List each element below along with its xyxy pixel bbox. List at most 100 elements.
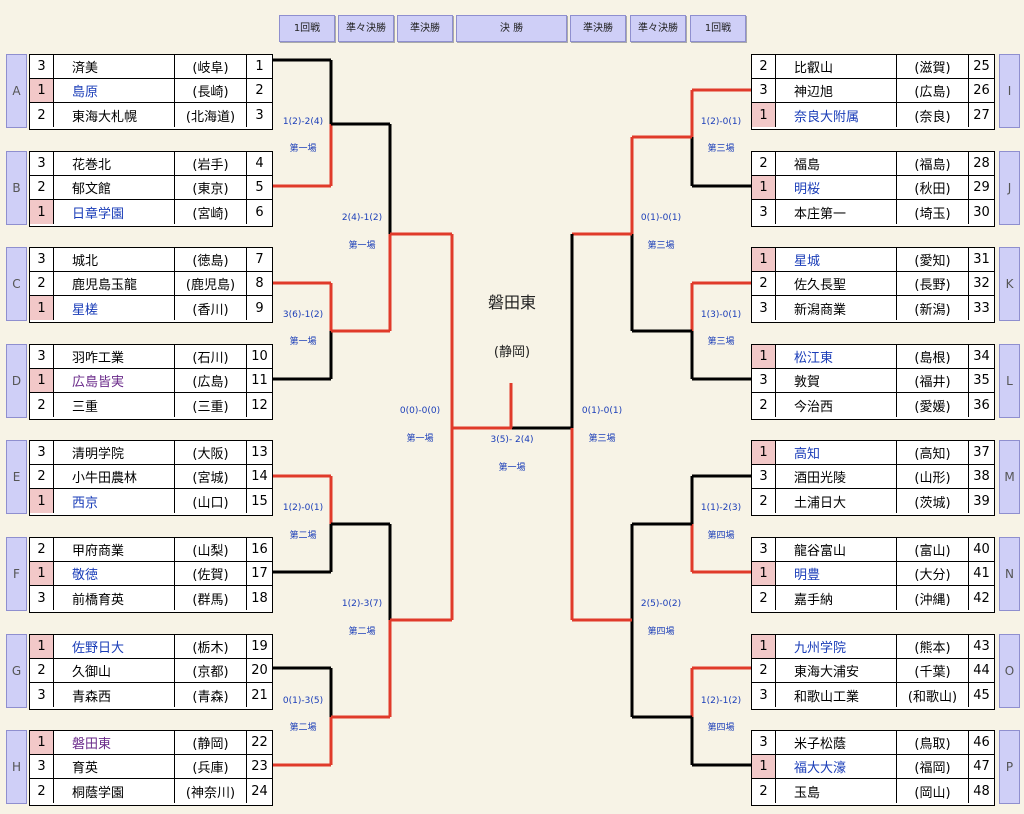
team-slot-number: 9: [255, 300, 264, 316]
team-rank: 3: [752, 296, 776, 320]
header-quarterfinal-right: 準々決勝: [630, 15, 686, 42]
team-name: 桐蔭学園: [54, 779, 175, 803]
team-prefecture: (愛媛): [897, 393, 969, 417]
team-rank: 2: [30, 272, 54, 296]
team-slot-number: 45: [973, 687, 990, 703]
team-slot-number: 8: [247, 272, 272, 296]
team-name: 清明学院: [54, 441, 175, 465]
team-slot-number: 7: [247, 248, 272, 272]
group-label-m: M: [999, 440, 1020, 514]
team-name: 奈良大附属: [776, 103, 897, 127]
team-slot-number: 38: [969, 465, 994, 489]
team-slot-number: 22: [247, 731, 272, 755]
team-prefecture: (山形): [897, 465, 969, 489]
team-slot-number: 42: [973, 590, 990, 606]
venue-mn-op: 第四場: [647, 627, 675, 637]
team-prefecture: (広島): [897, 79, 969, 103]
team-slot-number: 29: [969, 176, 994, 200]
team-name: 九州学院: [776, 635, 897, 659]
team-name: 城北: [54, 248, 175, 272]
team-prefecture: (長野): [897, 272, 969, 296]
team-name: 島原: [54, 79, 175, 103]
group-label-n: N: [999, 537, 1020, 611]
team-name: 明桜: [776, 176, 897, 200]
team-prefecture: (島根): [897, 345, 969, 369]
group-label-j: J: [999, 151, 1020, 225]
team-rank: 1: [752, 176, 776, 200]
team-slot-number: 21: [251, 687, 268, 703]
team-name: 羽咋工業: [54, 345, 175, 369]
team-rank: 3: [30, 248, 54, 272]
group-label-i: I: [999, 54, 1020, 128]
team-name: 花巻北: [54, 152, 175, 176]
team-prefecture: (茨城): [897, 489, 969, 513]
team-slot-number: 1: [247, 55, 272, 79]
team-slot-number: 27: [973, 107, 990, 123]
team-rank: 2: [752, 779, 776, 803]
team-prefecture: (愛知): [897, 248, 969, 272]
team-slot-number: 11: [247, 369, 272, 393]
team-slot-number: 25: [969, 55, 994, 79]
team-slot-number: 17: [247, 562, 272, 586]
team-rank: 2: [30, 465, 54, 489]
team-rank: 1: [752, 755, 776, 779]
group-label-o: O: [999, 634, 1020, 708]
team-name: 福島: [776, 152, 897, 176]
venue-ij-kl: 第三場: [647, 241, 675, 251]
team-prefecture: (石川): [175, 345, 247, 369]
team-prefecture: (青森): [175, 683, 247, 707]
team-name: 嘉手納: [776, 586, 897, 610]
team-name: 土浦日大: [776, 489, 897, 513]
team-rank: 3: [30, 152, 54, 176]
team-prefecture: (高知): [897, 441, 969, 465]
score-ef-gh: 1(2)-3(7): [341, 599, 383, 609]
team-rank: 1: [30, 489, 54, 513]
team-prefecture: (福島): [897, 152, 969, 176]
team-slot-number: 4: [247, 152, 272, 176]
team-slot-number: 26: [969, 79, 994, 103]
team-rank: 3: [752, 369, 776, 393]
team-name: 済美: [54, 55, 175, 79]
header-round1-left: 1回戦: [279, 15, 335, 42]
team-rank: 3: [752, 538, 776, 562]
team-name: 久御山: [54, 659, 175, 683]
team-slot-number: 2: [247, 79, 272, 103]
team-rank: 1: [752, 248, 776, 272]
team-prefecture: (福岡): [897, 755, 969, 779]
score-k-l: 1(3)-0(1): [700, 310, 742, 320]
team-prefecture: (山梨): [175, 538, 247, 562]
score-e-f: 1(2)-0(1): [282, 503, 324, 513]
team-rank: 3: [752, 683, 776, 707]
header-round1-right: 1回戦: [690, 15, 746, 42]
team-slot-number: 36: [973, 397, 990, 413]
venue-ab-cd: 第一場: [348, 241, 376, 251]
team-slot-number: 46: [969, 731, 994, 755]
team-name: 郁文館: [54, 176, 175, 200]
team-rank: 2: [30, 538, 54, 562]
group-label-d: D: [6, 344, 27, 418]
team-slot-number: 6: [255, 204, 264, 220]
team-prefecture: (沖縄): [897, 586, 969, 610]
team-name: 青森西: [54, 683, 175, 707]
venue-g-h: 第二場: [289, 723, 317, 733]
header-semifinal-left: 準決勝: [397, 15, 453, 42]
team-name: 東海大浦安: [776, 659, 897, 683]
team-rank: 3: [30, 55, 54, 79]
team-slot-number: 44: [969, 659, 994, 683]
venue-c-d: 第一場: [289, 337, 317, 347]
group-label-f: F: [6, 537, 27, 611]
score-g-h: 0(1)-3(5): [282, 696, 324, 706]
score-final: 3(5)- 2(4): [490, 435, 534, 445]
team-rank: 1: [30, 635, 54, 659]
team-name: 西京: [54, 489, 175, 513]
team-slot-number: 35: [969, 369, 994, 393]
team-name: 神辺旭: [776, 79, 897, 103]
venue-k-l: 第三場: [707, 337, 735, 347]
team-rank: 2: [752, 393, 776, 417]
team-rank: 2: [30, 779, 54, 803]
team-rank: 3: [30, 345, 54, 369]
venue-a-b: 第一場: [289, 144, 317, 154]
team-rank: 1: [752, 562, 776, 586]
